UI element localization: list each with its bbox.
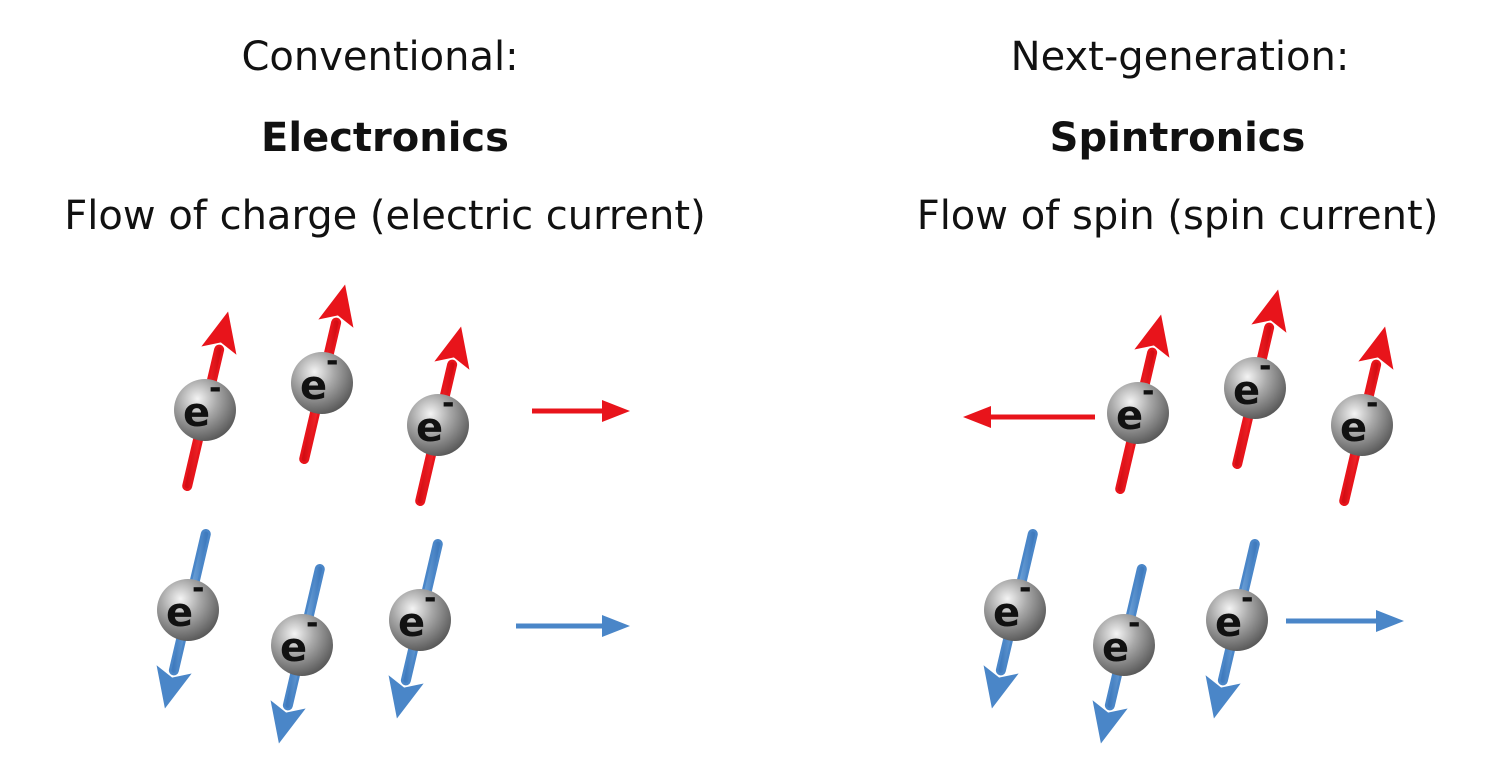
- electron-charge: -: [1019, 571, 1031, 606]
- electron-spin-up: e-: [1107, 314, 1170, 494]
- electron-sphere: [174, 379, 236, 441]
- electron-symbol: e: [416, 405, 443, 451]
- electron-spin-up: e-: [174, 311, 237, 491]
- electron-sphere: [407, 394, 469, 456]
- electron-symbol: e: [280, 625, 307, 671]
- electron-sphere: [291, 352, 353, 414]
- electron-charge: -: [1142, 374, 1154, 409]
- electron-charge: -: [1366, 386, 1378, 421]
- spin-flow-arrow-left: [963, 406, 1095, 428]
- electron-charge: -: [442, 386, 454, 421]
- electron-spin-down: e-: [1092, 564, 1155, 744]
- electron-symbol: e: [398, 600, 425, 646]
- electron-sphere: [271, 614, 333, 676]
- electron-sphere: [1093, 614, 1155, 676]
- electron-symbol: e: [183, 390, 210, 436]
- electron-charge: -: [326, 344, 338, 379]
- electron-sphere: [1206, 589, 1268, 651]
- electron-sphere: [1331, 394, 1393, 456]
- electron-sphere: [984, 579, 1046, 641]
- electron-charge: -: [192, 571, 204, 606]
- electron-spin-down: e-: [270, 564, 333, 744]
- electron-spin-up: e-: [291, 284, 354, 464]
- electron-sphere: [157, 579, 219, 641]
- next-generation-header: Next-generation:: [1010, 34, 1350, 80]
- spintronics-title: Spintronics: [1049, 115, 1306, 161]
- spin-flow-arrow-right: [1286, 610, 1404, 632]
- electron-symbol: e: [1215, 600, 1242, 646]
- electron-symbol: e: [1340, 405, 1367, 451]
- electron-spin-down: e-: [388, 539, 451, 719]
- electron-symbol: e: [166, 590, 193, 636]
- spintronics-subtitle: Flow of spin (spin current): [916, 193, 1439, 239]
- electron-spin-down: e-: [983, 529, 1046, 709]
- conventional-header: Conventional:: [241, 34, 519, 80]
- electron-symbol: e: [1233, 368, 1260, 414]
- electron-spin-down: e-: [156, 529, 219, 709]
- electron-sphere: [389, 589, 451, 651]
- electron-spin-up: e-: [407, 326, 470, 506]
- electron-charge: -: [209, 371, 221, 406]
- electron-sphere: [1107, 382, 1169, 444]
- electron-spin-down: e-: [1205, 539, 1268, 719]
- electron-charge: -: [424, 581, 436, 616]
- electron-charge: -: [1259, 349, 1271, 384]
- electron-charge: -: [306, 606, 318, 641]
- electron-charge: -: [1128, 606, 1140, 641]
- charge-flow-arrow-down-spin: [516, 615, 630, 637]
- electron-symbol: e: [1116, 393, 1143, 439]
- electron-symbol: e: [300, 363, 327, 409]
- electrons-layer: e-e-e-e-e-e-e-e-e-e-e-e-: [156, 284, 1394, 744]
- electron-symbol: e: [1102, 625, 1129, 671]
- charge-flow-arrow-up-spin: [532, 400, 630, 422]
- electron-symbol: e: [993, 590, 1020, 636]
- electronics-subtitle: Flow of charge (electric current): [64, 193, 706, 239]
- electron-spin-up: e-: [1331, 326, 1394, 506]
- flow-arrows-layer: [516, 400, 1404, 637]
- electronics-title: Electronics: [261, 115, 509, 161]
- electron-sphere: [1224, 357, 1286, 419]
- electron-charge: -: [1241, 581, 1253, 616]
- electron-spin-up: e-: [1224, 289, 1287, 469]
